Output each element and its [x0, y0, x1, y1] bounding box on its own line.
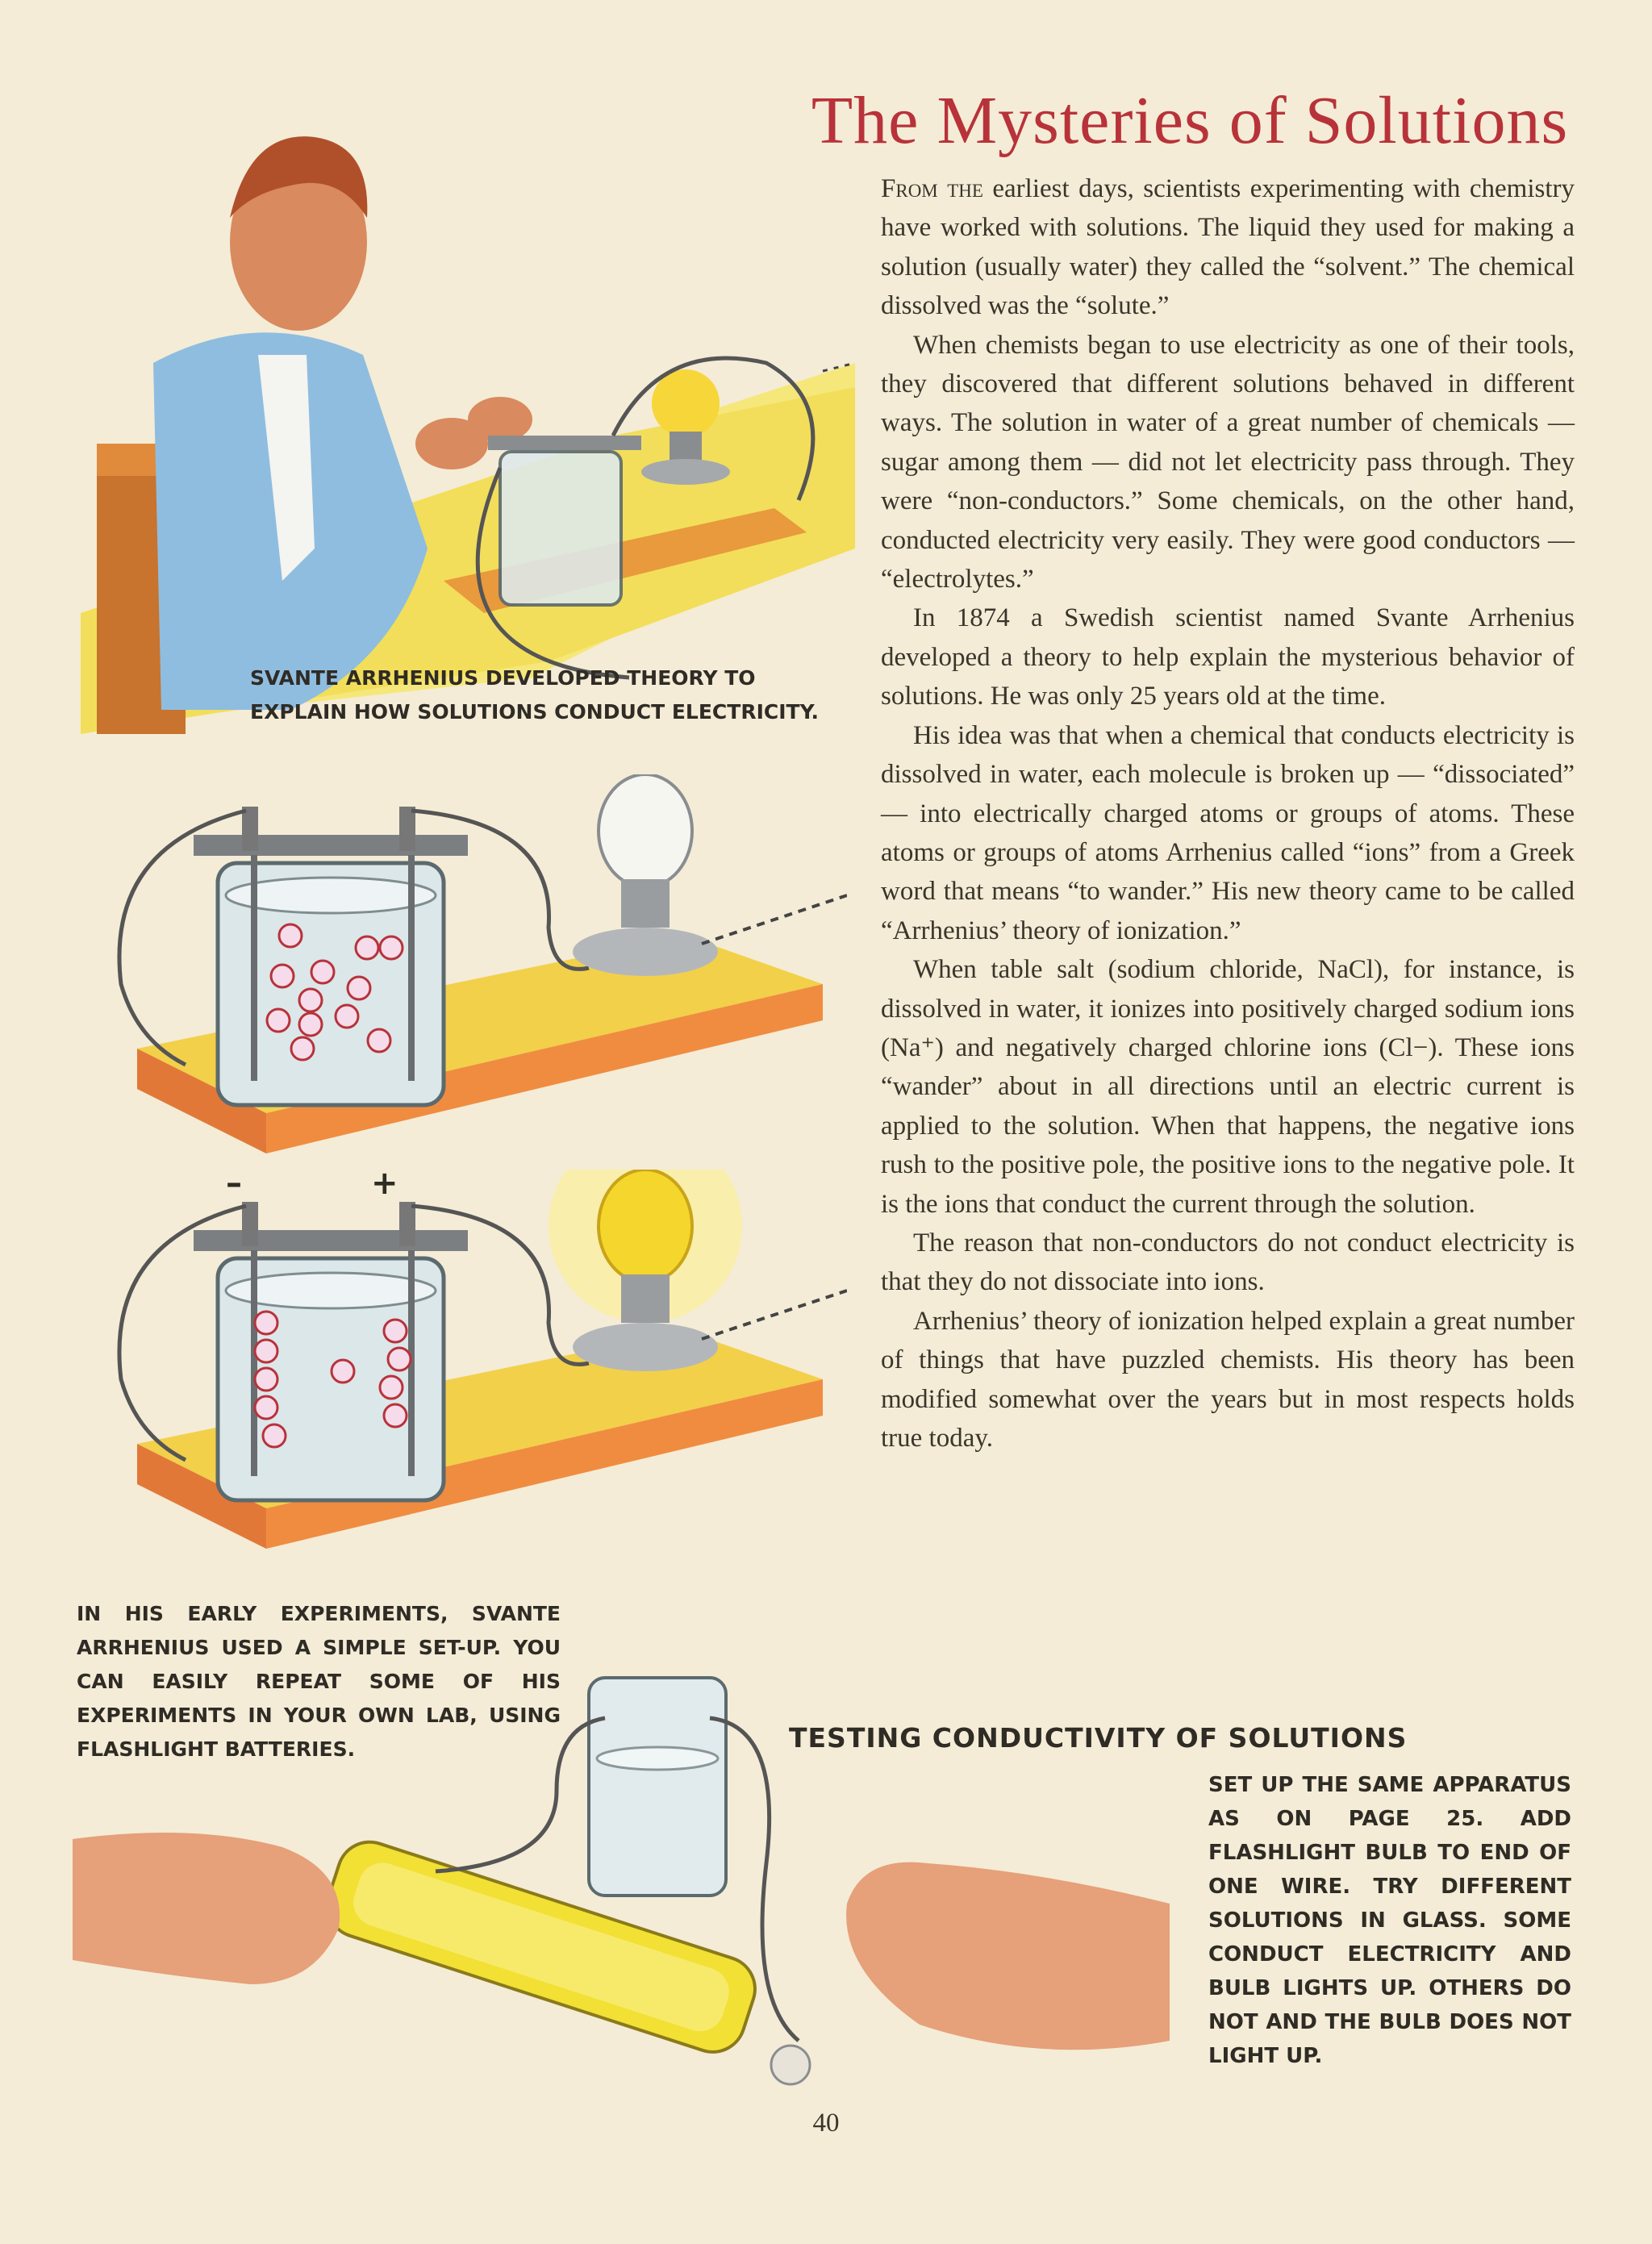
beaker-apparatus-unlit	[117, 774, 847, 1153]
drop-lead: From the	[881, 174, 983, 203]
flashlight-test-illustration	[73, 1676, 1170, 2086]
paragraph-7: Arrhenius’ theory of ionization helped e…	[881, 1306, 1575, 1453]
caption-early-experiments: In his early experiments, Svante Arrheni…	[77, 1602, 561, 1761]
arrhenius-illustration	[81, 136, 855, 734]
paragraph-4: His idea was that when a chemical that c…	[881, 720, 1575, 945]
page-title: The Mysteries of Solutions	[811, 83, 1569, 158]
ions-random	[265, 923, 404, 1062]
ions-aligned	[253, 1310, 412, 1449]
paragraph-1: From the earliest days, scientists exper…	[881, 174, 1575, 321]
testing-heading: Testing Conductivity of Solutions	[789, 1722, 1408, 1754]
paragraph-2: When chemists began to use electricity a…	[881, 330, 1575, 594]
beaker-apparatus-lit: – +	[117, 1170, 847, 1549]
caption-testing: Set up the same apparatus as on page 25.…	[1208, 1773, 1571, 2068]
paragraph-6: The reason that non-conductors do not co…	[881, 1228, 1575, 1297]
paragraph-5: When table salt (sodium chloride, NaCl),…	[881, 955, 1575, 1219]
paragraph-3: In 1874 a Swedish scientist named Svante…	[881, 603, 1575, 711]
caption-arrhenius: Svante Arrhenius developed theory to exp…	[250, 666, 820, 724]
plus-pole-label: +	[371, 1170, 398, 1202]
minus-pole-label: –	[226, 1170, 242, 1202]
page-number: 40	[812, 2108, 840, 2138]
article-body: From the earliest days, scientists exper…	[881, 169, 1575, 1458]
